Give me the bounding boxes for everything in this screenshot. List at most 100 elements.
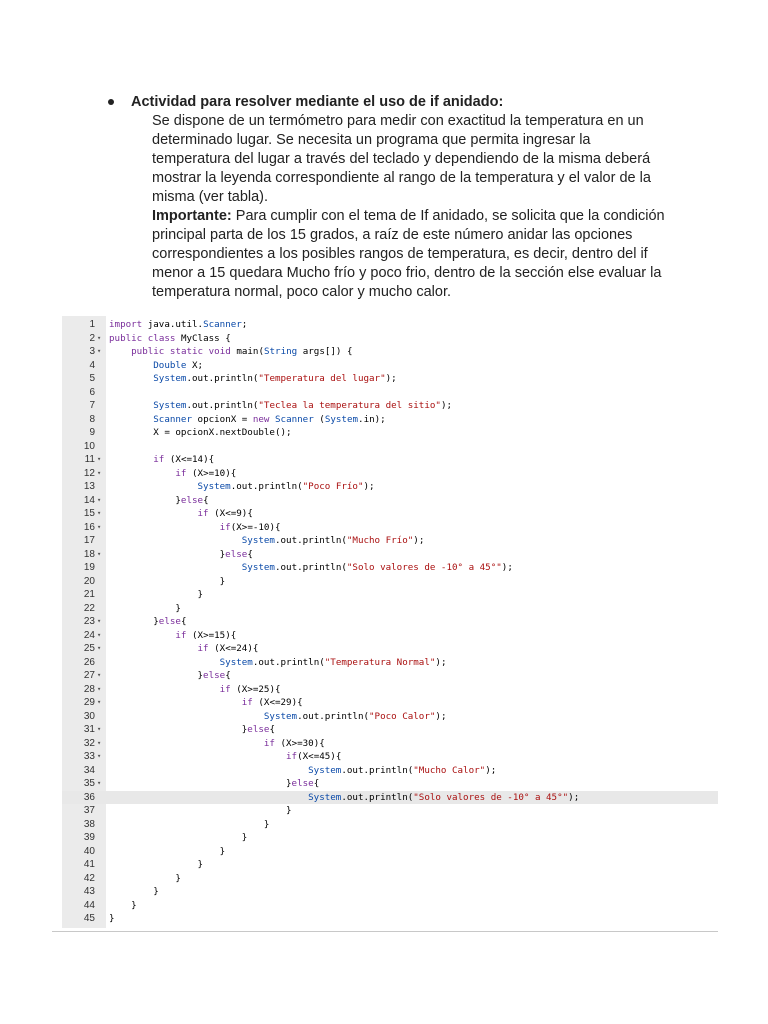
fold-arrow-icon[interactable]: ▾ [97, 333, 102, 342]
code-line[interactable]: 22 } [62, 602, 718, 616]
code-line[interactable]: 21 } [62, 588, 718, 602]
line-number: 45 [83, 913, 95, 924]
code-line[interactable]: 34 System.out.println("Mucho Calor"); [62, 764, 718, 778]
line-number: 44 [83, 899, 95, 911]
code-line[interactable]: 37 } [62, 804, 718, 818]
line-number: 23 [83, 616, 95, 627]
line-code: if (X>=15){ [175, 629, 237, 641]
code-line[interactable]: 10 [62, 440, 718, 454]
activity-title: Actividad para resolver mediante el uso … [131, 94, 504, 110]
code-line[interactable]: 41 } [62, 858, 718, 872]
line-number: 39 [83, 832, 95, 843]
line-number: 31 [83, 724, 95, 735]
editor-bottom-border [52, 931, 718, 932]
fold-arrow-icon[interactable]: ▾ [97, 725, 102, 733]
line-code: if (X>=10){ [175, 467, 237, 479]
code-line[interactable]: 36 System.out.println("Solo valores de -… [62, 790, 718, 804]
code-line[interactable]: 43 } [62, 885, 718, 899]
line-code: }else{ [109, 778, 320, 789]
fold-arrow-icon[interactable]: ▾ [97, 495, 102, 504]
line-number: 28 [83, 683, 95, 695]
line-number: 40 [83, 845, 95, 857]
fold-arrow-icon[interactable]: ▾ [97, 644, 102, 652]
code-line[interactable]: 45} [62, 912, 718, 926]
code-line[interactable]: 39 } [62, 831, 718, 845]
fold-arrow-icon[interactable]: ▾ [97, 698, 102, 706]
line-number-gutter [62, 316, 106, 928]
code-line[interactable]: 2▾public class MyClass { [62, 332, 718, 346]
code-line[interactable]: 19 System.out.println("Solo valores de -… [62, 561, 718, 575]
code-line[interactable]: 35▾ }else{ [62, 777, 718, 791]
line-number: 37 [83, 805, 95, 816]
line-code: if(X>=-10){ [219, 521, 281, 533]
line-code: import java.util.Scanner; [109, 319, 248, 330]
activity-section: Actividad para resolver mediante el uso … [108, 93, 668, 302]
code-line[interactable]: 38 } [62, 818, 718, 832]
fold-arrow-icon[interactable]: ▾ [97, 738, 102, 747]
code-line[interactable]: 6 [62, 386, 718, 400]
line-number: 11 [84, 454, 95, 465]
code-line[interactable]: 5 System.out.println("Temperatura del lu… [62, 372, 718, 386]
line-number: 5 [89, 373, 95, 384]
code-line[interactable]: 44 } [62, 899, 718, 913]
line-number: 10 [83, 440, 95, 452]
fold-arrow-icon[interactable]: ▾ [97, 455, 102, 463]
code-line[interactable]: 42 } [62, 872, 718, 886]
line-code: System.out.println("Solo valores de -10°… [308, 791, 580, 803]
code-line[interactable]: 31▾ }else{ [62, 723, 718, 737]
code-line[interactable]: 25▾ if (X<=24){ [62, 642, 718, 656]
fold-arrow-icon[interactable]: ▾ [97, 468, 102, 477]
fold-arrow-icon[interactable]: ▾ [97, 779, 102, 787]
code-line[interactable]: 24▾ if (X>=15){ [62, 629, 718, 643]
code-line[interactable]: 7 System.out.println("Teclea la temperat… [62, 399, 718, 413]
line-code: public static void main(String args[]) { [131, 346, 353, 357]
code-line[interactable]: 23▾ }else{ [62, 615, 718, 629]
code-line[interactable]: 4 Double X; [62, 359, 718, 373]
line-number: 3 [89, 346, 95, 357]
code-line[interactable]: 16▾ if(X>=-10){ [62, 521, 718, 535]
code-line[interactable]: 30 System.out.println("Poco Calor"); [62, 710, 718, 724]
line-code: }else{ [109, 670, 231, 681]
line-number: 25 [83, 643, 95, 654]
line-number: 43 [83, 886, 95, 897]
fold-arrow-icon[interactable]: ▾ [97, 630, 102, 639]
code-line[interactable]: 8 Scanner opcionX = new Scanner (System.… [62, 413, 718, 427]
fold-arrow-icon[interactable]: ▾ [97, 752, 102, 760]
line-number: 19 [83, 562, 95, 573]
fold-arrow-icon[interactable]: ▾ [97, 684, 102, 693]
line-number: 36 [83, 791, 95, 803]
code-line[interactable]: 40 } [62, 845, 718, 859]
code-line[interactable]: 12▾ if (X>=10){ [62, 467, 718, 481]
code-line[interactable]: 14▾ }else{ [62, 494, 718, 508]
code-line[interactable]: 15▾ if (X<=9){ [62, 507, 718, 521]
line-code: System.out.println("Teclea la temperatur… [153, 400, 453, 411]
fold-arrow-icon[interactable]: ▾ [97, 522, 102, 531]
fold-arrow-icon[interactable]: ▾ [97, 549, 102, 558]
code-line[interactable]: 29▾ if (X<=29){ [62, 696, 718, 710]
code-line[interactable]: 32▾ if (X>=30){ [62, 737, 718, 751]
code-line[interactable]: 27▾ }else{ [62, 669, 718, 683]
code-line[interactable]: 13 System.out.println("Poco Frío"); [62, 480, 718, 494]
fold-arrow-icon[interactable]: ▾ [97, 509, 102, 517]
code-line[interactable]: 17 System.out.println("Mucho Frío"); [62, 534, 718, 548]
activity-description: Se dispone de un termómetro para medir c… [152, 112, 668, 302]
code-line[interactable]: 28▾ if (X>=25){ [62, 683, 718, 697]
line-code: }else{ [109, 616, 187, 627]
code-line[interactable]: 20 } [62, 575, 718, 589]
code-line[interactable]: 3▾ public static void main(String args[]… [62, 345, 718, 359]
fold-arrow-icon[interactable]: ▾ [97, 347, 102, 355]
code-line[interactable]: 26 System.out.println("Temperatura Norma… [62, 656, 718, 670]
fold-arrow-icon[interactable]: ▾ [97, 671, 102, 679]
code-line[interactable]: 9 X = opcionX.nextDouble(); [62, 426, 718, 440]
line-number: 20 [83, 575, 95, 587]
line-code: } [109, 899, 137, 911]
code-line[interactable]: 18▾ }else{ [62, 548, 718, 562]
fold-arrow-icon[interactable]: ▾ [97, 617, 102, 625]
line-code: System.out.println("Mucho Calor"); [308, 764, 497, 776]
line-number: 17 [83, 535, 95, 546]
line-code: if (X<=29){ [241, 697, 303, 708]
code-line[interactable]: 11▾ if (X<=14){ [62, 453, 718, 467]
code-line[interactable]: 33▾ if(X<=45){ [62, 750, 718, 764]
